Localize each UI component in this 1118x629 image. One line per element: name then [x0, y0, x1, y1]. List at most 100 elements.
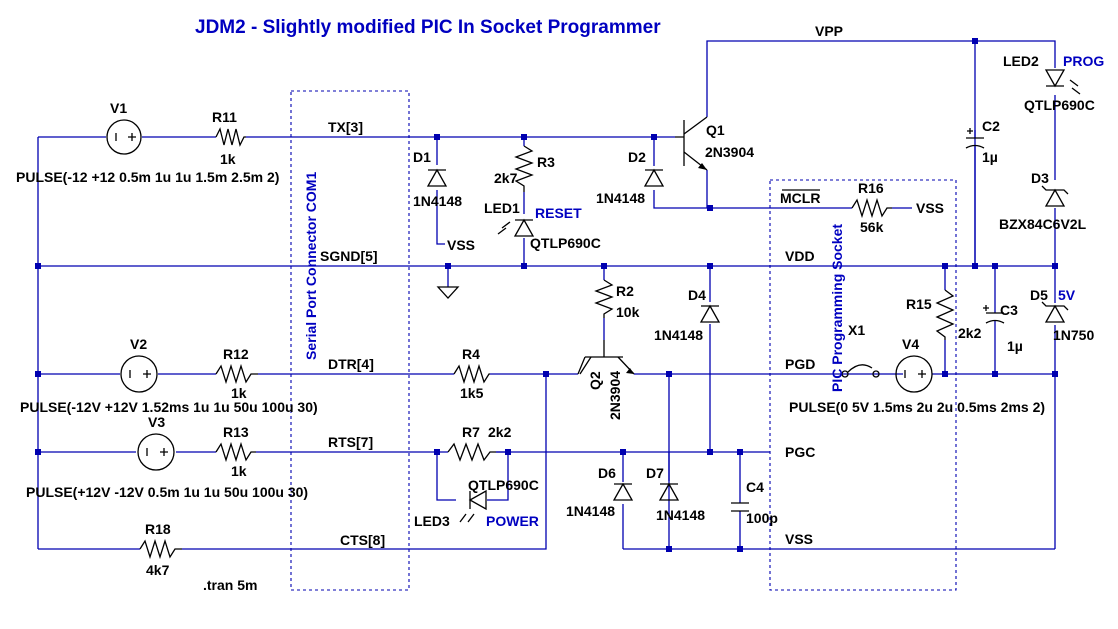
d2-ref: D2 — [628, 149, 646, 165]
d6-value: 1N4148 — [566, 503, 615, 519]
r3-ref: R3 — [537, 154, 555, 170]
led3-tag: POWER — [486, 513, 539, 529]
r12-value: 1k — [231, 385, 247, 401]
net-vss-bottom: VSS — [785, 531, 813, 547]
net-tx: TX[3] — [328, 119, 363, 135]
r15-ref: R15 — [906, 296, 932, 312]
resistor-r7 — [447, 442, 496, 462]
led2-tag: PROG — [1063, 53, 1104, 69]
led3-ref: LED3 — [414, 513, 450, 529]
c2-ref: C2 — [982, 118, 1000, 134]
net-vdd: VDD — [785, 248, 815, 264]
net-sgnd: SGND[5] — [320, 248, 378, 264]
net-cts: CTS[8] — [340, 532, 385, 548]
diode-d7 — [658, 482, 680, 501]
resistor-r13 — [215, 441, 256, 463]
led1-value: QTLP690C — [530, 235, 601, 251]
net-vss-r16: VSS — [916, 200, 944, 216]
net-vpp: VPP — [815, 23, 843, 39]
v2-ref: V2 — [130, 336, 147, 352]
zener-d5 — [1041, 301, 1069, 323]
v4-value: PULSE(0 5V 1.5ms 2u 2u 0.5ms 2ms 2) — [789, 399, 1045, 415]
resistor-r12 — [215, 363, 258, 385]
led2 — [1044, 69, 1081, 95]
v3-ref: V3 — [148, 414, 165, 430]
serial-connector-label: Serial Port Connector COM1 — [303, 172, 319, 360]
junction-dots — [35, 38, 1058, 552]
tran-directive: .tran 5m — [203, 577, 257, 593]
resistor-r2 — [594, 279, 614, 318]
wires — [37, 40, 1056, 550]
v1-ref: V1 — [110, 100, 127, 116]
capacitor-c3 — [983, 305, 1005, 324]
r11-ref: R11 — [212, 109, 237, 125]
v2-value: PULSE(-12V +12V 1.52ms 1u 1u 50u 100u 30… — [20, 399, 318, 415]
d5-value: 1N750 — [1053, 327, 1094, 343]
r4-value: 1k5 — [460, 385, 484, 401]
source-v2 — [120, 355, 158, 393]
net-mclr: MCLR — [780, 190, 820, 206]
c4-ref: C4 — [746, 479, 764, 495]
transistor-q1 — [675, 116, 708, 171]
net-vss-d1: VSS — [447, 237, 475, 253]
d7-ref: D7 — [646, 465, 664, 481]
r7-value: 2k2 — [488, 424, 512, 440]
r11-value: 1k — [220, 151, 236, 167]
zener-d3 — [1041, 185, 1069, 207]
v4-ref: V4 — [902, 336, 919, 352]
led1-tag: RESET — [535, 205, 582, 221]
r7-ref: R7 — [462, 424, 480, 440]
source-v4 — [895, 355, 933, 393]
transistor-q2 — [577, 340, 635, 375]
r4-ref: R4 — [462, 346, 480, 362]
d3-value: BZX84C6V2L — [999, 216, 1087, 232]
led1-ref: LED1 — [484, 200, 520, 216]
resistor-r4 — [453, 363, 490, 385]
led2-value: QTLP690C — [1024, 97, 1095, 113]
led2-ref: LED2 — [1003, 53, 1039, 69]
source-v1 — [106, 119, 142, 155]
capacitor-c4 — [731, 502, 749, 512]
q2-ref: Q2 — [587, 371, 603, 390]
c4-value: 100p — [746, 510, 778, 526]
r16-value: 56k — [860, 219, 884, 235]
diode-d2 — [643, 168, 665, 187]
r13-value: 1k — [231, 463, 247, 479]
ground-symbol — [436, 286, 460, 299]
led3-value: QTLP690C — [468, 477, 539, 493]
net-dtr: DTR[4] — [328, 356, 374, 372]
q1-ref: Q1 — [706, 122, 725, 138]
d5-tag: 5V — [1058, 287, 1076, 303]
d1-ref: D1 — [413, 149, 431, 165]
r13-ref: R13 — [223, 424, 249, 440]
r16-ref: R16 — [858, 180, 884, 196]
serial-connector-box — [290, 90, 410, 591]
resistor-r15 — [935, 289, 955, 340]
q1-value: 2N3904 — [705, 144, 754, 160]
diode-d6 — [612, 482, 634, 501]
socket-box — [769, 179, 957, 591]
c2-value: 1µ — [982, 149, 998, 165]
c3-value: 1µ — [1007, 338, 1023, 354]
r2-ref: R2 — [616, 283, 634, 299]
diode-d4 — [699, 304, 721, 323]
diode-d1 — [426, 168, 448, 187]
r18-value: 4k7 — [146, 562, 170, 578]
x1-ref: X1 — [848, 322, 865, 338]
led1 — [497, 218, 535, 237]
d6-ref: D6 — [598, 465, 616, 481]
net-pgc: PGC — [785, 444, 815, 460]
d1-value: 1N4148 — [413, 193, 462, 209]
d2-value: 1N4148 — [596, 190, 645, 206]
capacitor-c2 — [965, 128, 985, 149]
r12-ref: R12 — [223, 346, 249, 362]
page-title: JDM2 - Slightly modified PIC In Socket P… — [195, 17, 661, 38]
led3 — [459, 489, 487, 523]
resistor-r11 — [215, 127, 246, 147]
q2-value: 2N3904 — [607, 371, 623, 420]
r18-ref: R18 — [145, 521, 171, 537]
d4-value: 1N4148 — [654, 327, 703, 343]
d3-ref: D3 — [1031, 170, 1049, 186]
r2-value: 10k — [616, 304, 640, 320]
